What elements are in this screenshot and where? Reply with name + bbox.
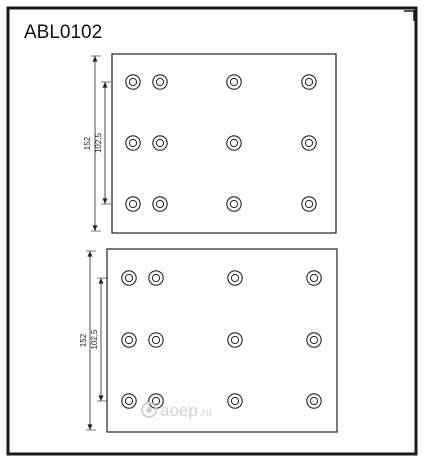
dimension-inner-top: 102,5 xyxy=(94,81,111,205)
rivet-hole-icon xyxy=(306,393,322,409)
dimension-label-inner: 102,5 xyxy=(90,329,99,350)
rivet-hole-icon xyxy=(152,196,168,212)
rivet-hole-icon xyxy=(301,135,317,151)
rivet-hole-icon xyxy=(121,270,137,286)
arrow-inner-bottom xyxy=(102,198,108,204)
rivet-hole-icon xyxy=(125,196,141,212)
watermark-suffix: .ru xyxy=(199,407,212,419)
rivet-hole-icon xyxy=(121,393,137,409)
plate-outline xyxy=(111,53,337,234)
watermark-logo-icon xyxy=(141,402,157,418)
rivet-hole-icon xyxy=(148,270,164,286)
rivet-hole-icon xyxy=(301,74,317,90)
dimension-label-outer: 152 xyxy=(83,136,92,150)
rivet-hole-icon xyxy=(226,74,242,90)
rivet-hole-icon xyxy=(227,332,243,348)
part-number-title: ABL0102 xyxy=(24,22,102,43)
arrow-outer-bottom xyxy=(87,424,93,430)
rivet-hole-icon xyxy=(152,74,168,90)
watermark: aoep .ru xyxy=(141,401,212,420)
plate-outline xyxy=(106,248,338,433)
arrow-inner-top xyxy=(102,82,108,88)
rivet-hole-icon xyxy=(226,135,242,151)
arrow-outer-top xyxy=(87,251,93,257)
dimension-outer-top: 152 xyxy=(83,55,101,232)
rivet-hole-icon xyxy=(121,332,137,348)
dimension-label-inner: 102,5 xyxy=(94,132,103,153)
dimension-inner-bottom: 102,5 xyxy=(90,277,107,402)
dimension-outer-bottom: 152 xyxy=(79,250,96,431)
rivet-hole-icon xyxy=(125,74,141,90)
rivet-hole-icon xyxy=(226,196,242,212)
rivet-hole-icon xyxy=(227,393,243,409)
rivet-hole-icon xyxy=(306,332,322,348)
arrow-inner-top xyxy=(98,278,104,284)
rivet-hole-icon xyxy=(227,270,243,286)
rivet-hole-icon xyxy=(125,135,141,151)
frame-corner-mark xyxy=(404,10,415,21)
rivet-hole-icon xyxy=(301,196,317,212)
rivet-hole-icon xyxy=(152,135,168,151)
arrow-outer-bottom xyxy=(92,225,98,231)
arrow-inner-bottom xyxy=(98,395,104,401)
watermark-text: aoep xyxy=(160,401,198,420)
dimension-label-outer: 152 xyxy=(79,333,88,347)
outer-frame xyxy=(6,6,418,456)
rivet-hole-icon xyxy=(148,332,164,348)
rivet-hole-icon xyxy=(306,270,322,286)
arrow-outer-top xyxy=(92,56,98,62)
